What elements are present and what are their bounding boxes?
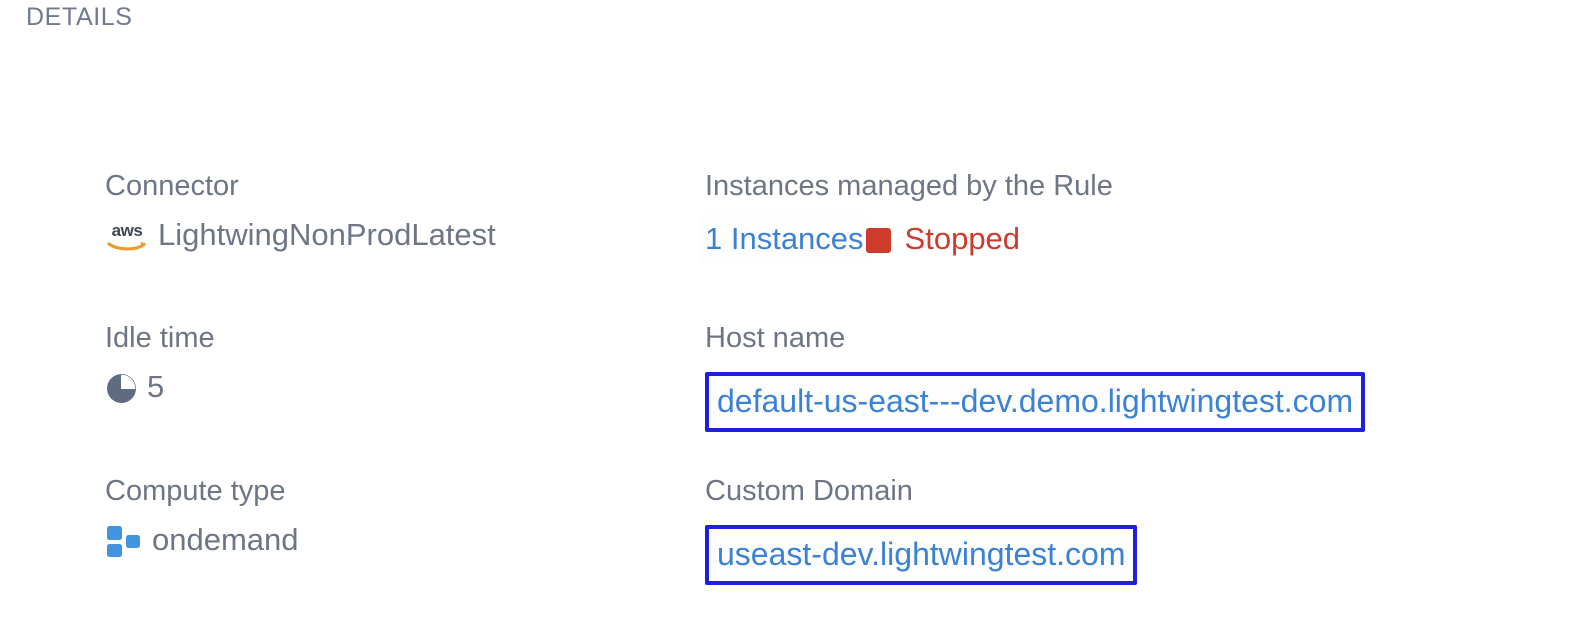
field-host-name: Host name default-us-east---dev.demo.lig…: [705, 320, 1585, 432]
svg-text:aws: aws: [112, 221, 143, 240]
field-label-custom-domain: Custom Domain: [705, 475, 913, 507]
field-value-instances-managed: 1 Instances Stopped: [701, 214, 1585, 264]
field-value-idle-time: 5: [105, 366, 685, 408]
field-compute-type: Compute type ondemand: [105, 473, 685, 561]
clock-icon: [105, 372, 138, 405]
field-label-host-name: Host name: [705, 322, 846, 354]
idle-time-value: 5: [147, 369, 165, 404]
status-badge: Stopped: [904, 221, 1021, 256]
stopped-square-icon: [865, 227, 891, 253]
custom-domain-highlight-box: useast-dev.lightwingtest.com: [705, 525, 1138, 585]
page-title: DETAILS: [26, 3, 133, 31]
field-label-compute-type: Compute type: [105, 475, 286, 507]
field-connector: Connector aws LightwingNonProdLatest: [105, 168, 685, 256]
host-name-highlight-box: default-us-east---dev.demo.lightwingtest…: [705, 372, 1366, 432]
host-name-link[interactable]: default-us-east---dev.demo.lightwingtest…: [717, 383, 1354, 419]
field-value-custom-domain: useast-dev.lightwingtest.com: [705, 519, 1585, 585]
field-value-connector: aws LightwingNonProdLatest: [105, 214, 685, 256]
compute-type-value: ondemand: [152, 522, 299, 557]
field-label-idle-time: Idle time: [105, 322, 215, 354]
field-idle-time: Idle time 5: [105, 320, 685, 408]
field-label-instances-managed: Instances managed by the Rule: [705, 170, 1113, 202]
compute-type-icon: [105, 523, 143, 559]
field-label-connector: Connector: [105, 170, 239, 202]
field-value-host-name: default-us-east---dev.demo.lightwingtest…: [705, 366, 1585, 432]
aws-icon: aws: [105, 219, 149, 253]
field-value-compute-type: ondemand: [105, 519, 685, 561]
field-custom-domain: Custom Domain useast-dev.lightwingtest.c…: [705, 473, 1585, 585]
field-instances-managed: Instances managed by the Rule 1 Instance…: [701, 168, 1585, 264]
connector-name: LightwingNonProdLatest: [158, 217, 496, 252]
custom-domain-link[interactable]: useast-dev.lightwingtest.com: [717, 536, 1126, 572]
instances-count-link[interactable]: 1 Instances: [701, 214, 866, 264]
